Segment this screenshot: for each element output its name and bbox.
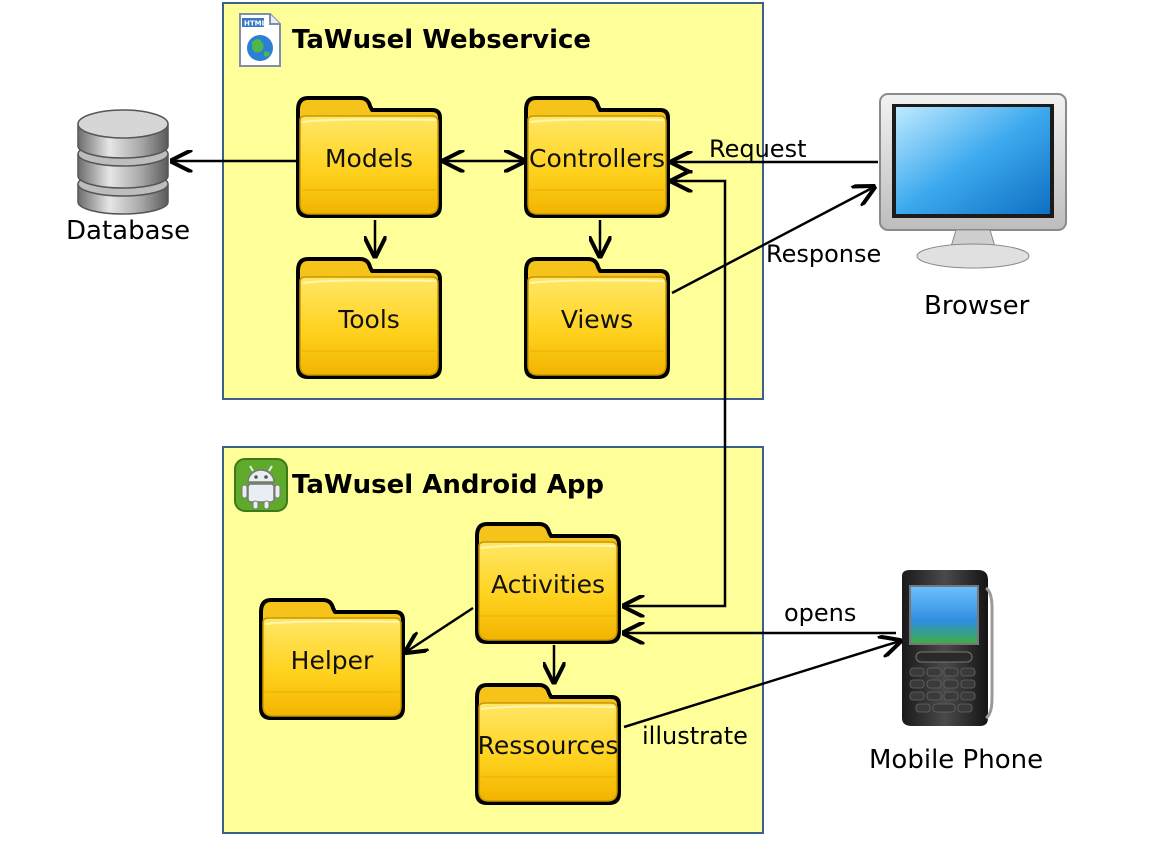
folder-models-label: Models (324, 144, 414, 173)
android-app-title: TaWusel Android App (292, 470, 605, 500)
database-label: Database (66, 216, 191, 246)
opens-label: opens (784, 599, 857, 627)
blackberry-phone-icon (896, 568, 994, 728)
folder-helper[interactable]: Helper (257, 596, 407, 722)
svg-text:HTML: HTML (244, 20, 267, 28)
response-label: Response (766, 240, 882, 268)
arrow-activities-helper (406, 606, 474, 652)
monitor-icon (878, 92, 1070, 274)
folder-activities[interactable]: Activities (473, 520, 623, 646)
android-icon (234, 458, 288, 512)
folder-ressources-label: Ressources (477, 731, 619, 760)
html-file-icon: HTML (236, 12, 284, 68)
mobile-phone-label: Mobile Phone (869, 745, 1044, 775)
webservice-title: TaWusel Webservice (292, 25, 592, 55)
browser-label: Browser (924, 291, 1030, 321)
illustrate-label: illustrate (642, 722, 748, 750)
folder-tools[interactable]: Tools (294, 255, 444, 381)
folder-activities-label: Activities (490, 570, 606, 599)
folder-controllers-label: Controllers (529, 144, 665, 173)
arrow-response (671, 187, 874, 295)
folder-tools-label: Tools (338, 305, 400, 334)
folder-models[interactable]: Models (294, 94, 444, 220)
folder-views[interactable]: Views (522, 255, 672, 381)
arrow-illustrate (623, 641, 900, 729)
folder-helper-label: Helper (290, 646, 374, 675)
folder-controllers[interactable]: Controllers (522, 94, 672, 220)
folder-ressources[interactable]: Ressources (473, 681, 623, 807)
arrow-activities-controllers (624, 181, 727, 606)
database-icon (74, 106, 172, 216)
folder-views-label: Views (560, 305, 634, 334)
request-label: Request (709, 135, 807, 163)
